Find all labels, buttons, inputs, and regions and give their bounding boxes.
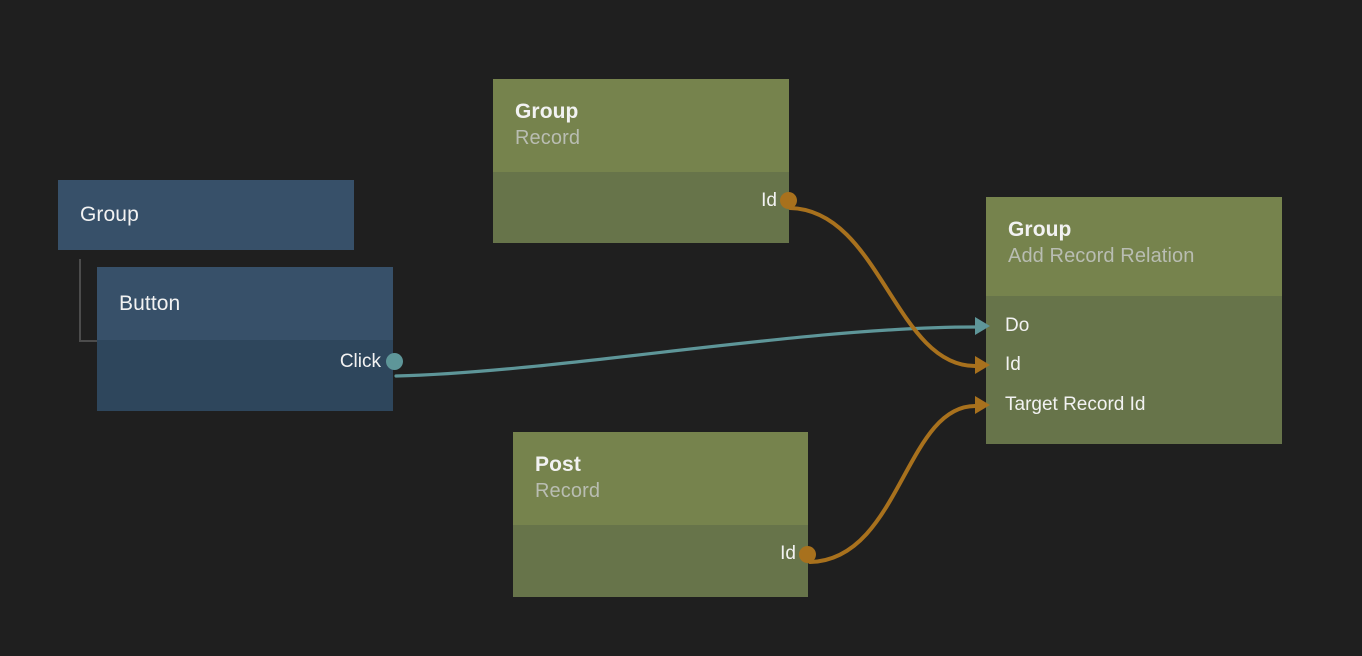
node-add-record-relation-header: Group Add Record Relation [986,197,1282,296]
node-button-element-body: Click [97,340,403,411]
node-button-element-title: Button [119,292,181,315]
output-label-click: Click [339,350,381,372]
node-group-record-body: Id [493,172,797,243]
node-button-element-header: Button [97,267,393,340]
node-group-record-header: Group Record [493,79,789,172]
data-port-id[interactable] [799,546,816,563]
node-add-record-relation-body: Do Id Target Record Id [975,296,1282,444]
input-label-id: Id [1005,354,1021,375]
data-port-id[interactable] [975,356,990,374]
node-add-record-relation-subtitle: Add Record Relation [1008,245,1195,267]
input-row-target-record-id[interactable]: Target Record Id [986,395,1145,415]
input-label-target-record-id: Target Record Id [1005,394,1146,415]
node-group-record-title: Group [515,100,579,123]
wire-group-id-to-id [788,206,977,368]
input-label-do: Do [1005,315,1030,336]
node-post-record-title: Post [535,453,581,476]
output-row-id[interactable]: Id [761,172,789,230]
node-add-record-relation-title: Group [1008,218,1072,241]
output-label-id: Id [761,190,777,211]
nesting-bracket [79,259,98,342]
input-row-id[interactable]: Id [986,355,1021,375]
wire-button-click-to-do [394,325,977,378]
node-post-record-body: Id [513,525,816,597]
data-port-id[interactable] [780,192,797,209]
node-group-record[interactable]: Group Record Id [493,79,797,243]
event-port-do[interactable] [975,317,990,335]
node-post-record-subtitle: Record [535,480,601,502]
node-post-record[interactable]: Post Record Id [513,432,816,597]
data-port-target-record-id[interactable] [975,396,990,414]
node-group-element-title: Group [80,203,139,226]
output-row-id[interactable]: Id [780,525,808,583]
output-label-id: Id [780,543,796,564]
wire-post-id-to-target-record-id [808,404,977,564]
node-button-element[interactable]: Button Click [97,267,403,411]
output-row-click[interactable]: Click [340,340,393,383]
input-row-do[interactable]: Do [986,316,1029,336]
node-add-record-relation[interactable]: Group Add Record Relation Do Id Target R… [975,197,1282,444]
node-post-record-header: Post Record [513,432,808,525]
event-port-click[interactable] [386,353,403,370]
node-group-element[interactable]: Group [58,180,354,250]
node-group-element-header: Group [58,180,354,242]
node-group-record-subtitle: Record [515,127,581,149]
